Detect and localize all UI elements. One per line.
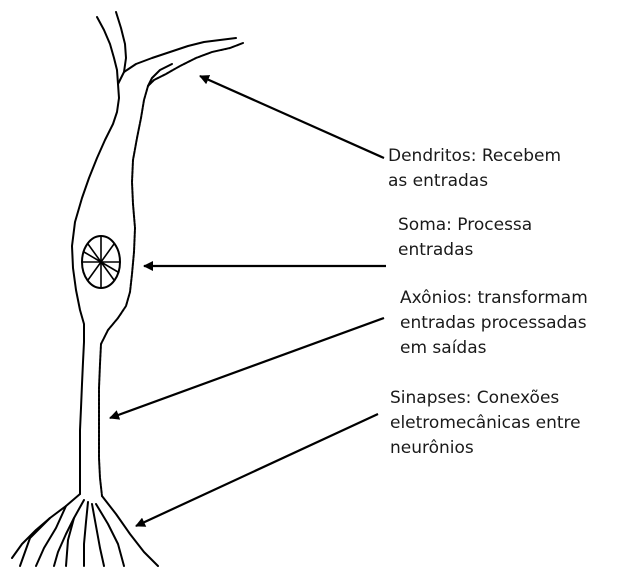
label-axonios-line3: em saídas bbox=[400, 336, 588, 361]
nucleus-spokes bbox=[82, 236, 120, 288]
arrow-dendritos bbox=[200, 76, 384, 158]
label-sinapses-line2: eletromecânicas entre bbox=[390, 411, 581, 436]
label-dendritos-line1: Dendritos: Recebem bbox=[388, 144, 561, 169]
label-sinapses: Sinapses: Conexões eletromecânicas entre… bbox=[390, 386, 581, 461]
label-axonios-line2: entradas processadas bbox=[400, 311, 588, 336]
label-dendritos-line2: as entradas bbox=[388, 169, 561, 194]
terminal-mid-3 bbox=[96, 504, 124, 566]
label-sinapses-line1: Sinapses: Conexões bbox=[390, 386, 581, 411]
label-soma-line1: Soma: Processa bbox=[398, 213, 532, 238]
neuron-right-outline bbox=[99, 43, 243, 496]
label-axonios-line1: Axônios: transformam bbox=[400, 286, 588, 311]
terminal-mid-1 bbox=[84, 502, 88, 566]
neuron-drawing bbox=[12, 12, 243, 566]
label-dendritos: Dendritos: Recebem as entradas bbox=[388, 144, 561, 194]
pointer-arrows bbox=[110, 76, 386, 526]
label-sinapses-line3: neurônios bbox=[390, 436, 581, 461]
arrow-sinapses bbox=[136, 414, 378, 526]
label-soma: Soma: Processa entradas bbox=[398, 213, 532, 263]
terminal-root-1 bbox=[36, 506, 66, 566]
label-soma-line2: entradas bbox=[398, 238, 532, 263]
label-axonios: Axônios: transformam entradas processada… bbox=[400, 286, 588, 361]
arrow-axonios bbox=[110, 318, 384, 418]
